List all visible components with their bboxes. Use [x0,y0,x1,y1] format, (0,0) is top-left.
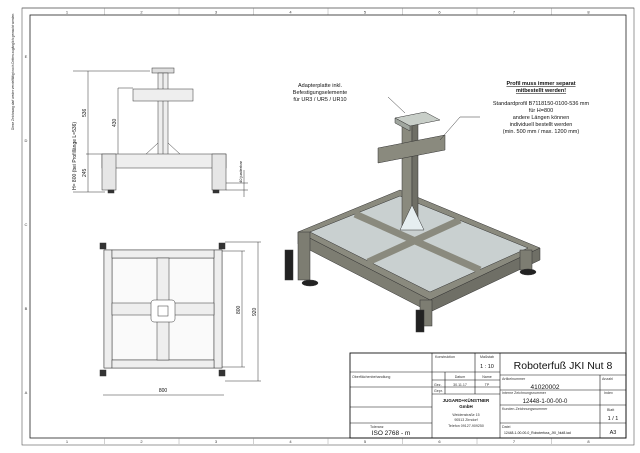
zone-marker: 2 [140,10,143,15]
zone-marker: B [25,306,28,311]
zone-marker: 4 [289,10,292,15]
zone-marker: A [25,390,28,395]
dim-width-800: 800 [159,388,168,394]
zone-markers-top: 1 2 3 4 5 6 7 8 [66,8,590,15]
checked-label: Gepr. [434,389,443,393]
company-street: Weidenstraße 15 [452,413,479,417]
zone-marker: 5 [364,10,367,15]
article-number-label: Artikelnummer [502,377,526,381]
surface-treatment-label: Oberflächenbehandlung [352,375,390,379]
zone-marker: 8 [587,439,590,444]
company-name: JUGARD+KÜNSTNER [443,397,490,403]
plan-view [99,241,261,396]
zone-marker: E [25,54,28,59]
adapter-note-line: für UR3 / UR5 / UR10 [293,97,346,103]
company-suffix: GmbH [459,404,473,409]
zone-marker: 6 [438,10,441,15]
profile-heading-line: mitbestellt werden! [516,88,566,94]
customer-drawing-number-label: Kunden-Zeichnungsnummer [502,407,548,411]
zone-marker: 4 [289,439,292,444]
drawing-number-label: Interne Zeichnungsnummer [502,391,547,395]
zone-markers-bottom: 1 2 3 4 5 6 7 8 [66,438,590,444]
isometric-view [284,96,541,333]
tolerance-value: ISO 2768 - m [372,430,411,437]
drawn-date: 30.11.17 [453,383,467,387]
zone-marker: 5 [364,439,367,444]
zone-marker: C [25,222,28,227]
dim-536: 536 [82,108,88,117]
dim-total-height: H= 800 (bei Profillänge L=536) [72,122,78,190]
construction-label: Konstruktion [435,355,455,359]
tolerance-label: Toleranz [370,425,384,429]
file-label: Datei [502,425,511,429]
profile-heading-line: Profil muss immer separat [506,81,575,87]
profile-note-line: individuell bestellt werden [510,122,573,128]
adapter-note-line: Befestigungselemente [293,90,347,96]
dim-outer-920: 920 [252,307,258,316]
zone-marker: 8 [587,10,590,15]
zone-marker: 3 [215,10,218,15]
dim-inner-800: 800 [236,305,242,314]
scale-value: 1 : 10 [480,364,494,370]
zone-marker: 3 [215,439,218,444]
scale-label: Maßstab [480,355,494,359]
date-column-label: Datum [455,375,466,379]
zone-marker: 1 [66,10,69,15]
sheet-value: 1 / 1 [608,416,619,422]
zone-marker: D [25,138,28,143]
name-column-label: Name [482,375,492,379]
profile-note-line: Standardprofil B7118150-0100-536 mm [493,101,590,107]
zone-marker: 7 [513,10,516,15]
sheet-label: Blatt [607,408,614,412]
dim-adjustable: 40 justierbar [238,160,243,183]
company-phone: Telefon 09127-909250 [448,424,484,428]
drawing-number-value: 12448-1-00-00-0 [523,399,568,405]
company-city: 90513 Zirndorf [454,418,477,422]
drawn-name: TP [485,383,490,387]
drawing-title: Roboterfuß JKI Nut 8 [514,360,613,372]
side-view [73,67,248,197]
copyright-note: Diese Zeichnung darf weder vervielfältig… [11,14,15,130]
drawn-label: Gez. [434,383,442,387]
zone-markers-left: E D C B A [25,54,28,395]
zone-marker: 6 [438,439,441,444]
quantity-label: Anzahl [602,377,613,381]
zone-marker: 2 [140,439,143,444]
article-number-value: 41020002 [531,384,560,391]
index-label: Index [604,391,613,395]
paper-format: A3 [610,430,617,436]
profile-note-line: (min. 500 mm / max. 1200 mm) [503,129,580,135]
dim-245: 245 [82,168,88,177]
adapter-note-line: Adapterplatte inkl. [298,83,342,89]
zone-marker: 1 [66,439,69,444]
zone-marker: 7 [513,439,516,444]
profile-note-line: für H=800 [529,108,553,114]
dim-430: 430 [112,118,118,127]
file-value: 12448-1-00-00-0_Roboterfuss_JKI_Nut8.iad [504,431,571,435]
profile-note-line: andere Längen können [513,115,570,121]
title-block [349,352,627,439]
adapter-plate-note: Adapterplatte inkl.Befestigungselementef… [293,83,347,103]
